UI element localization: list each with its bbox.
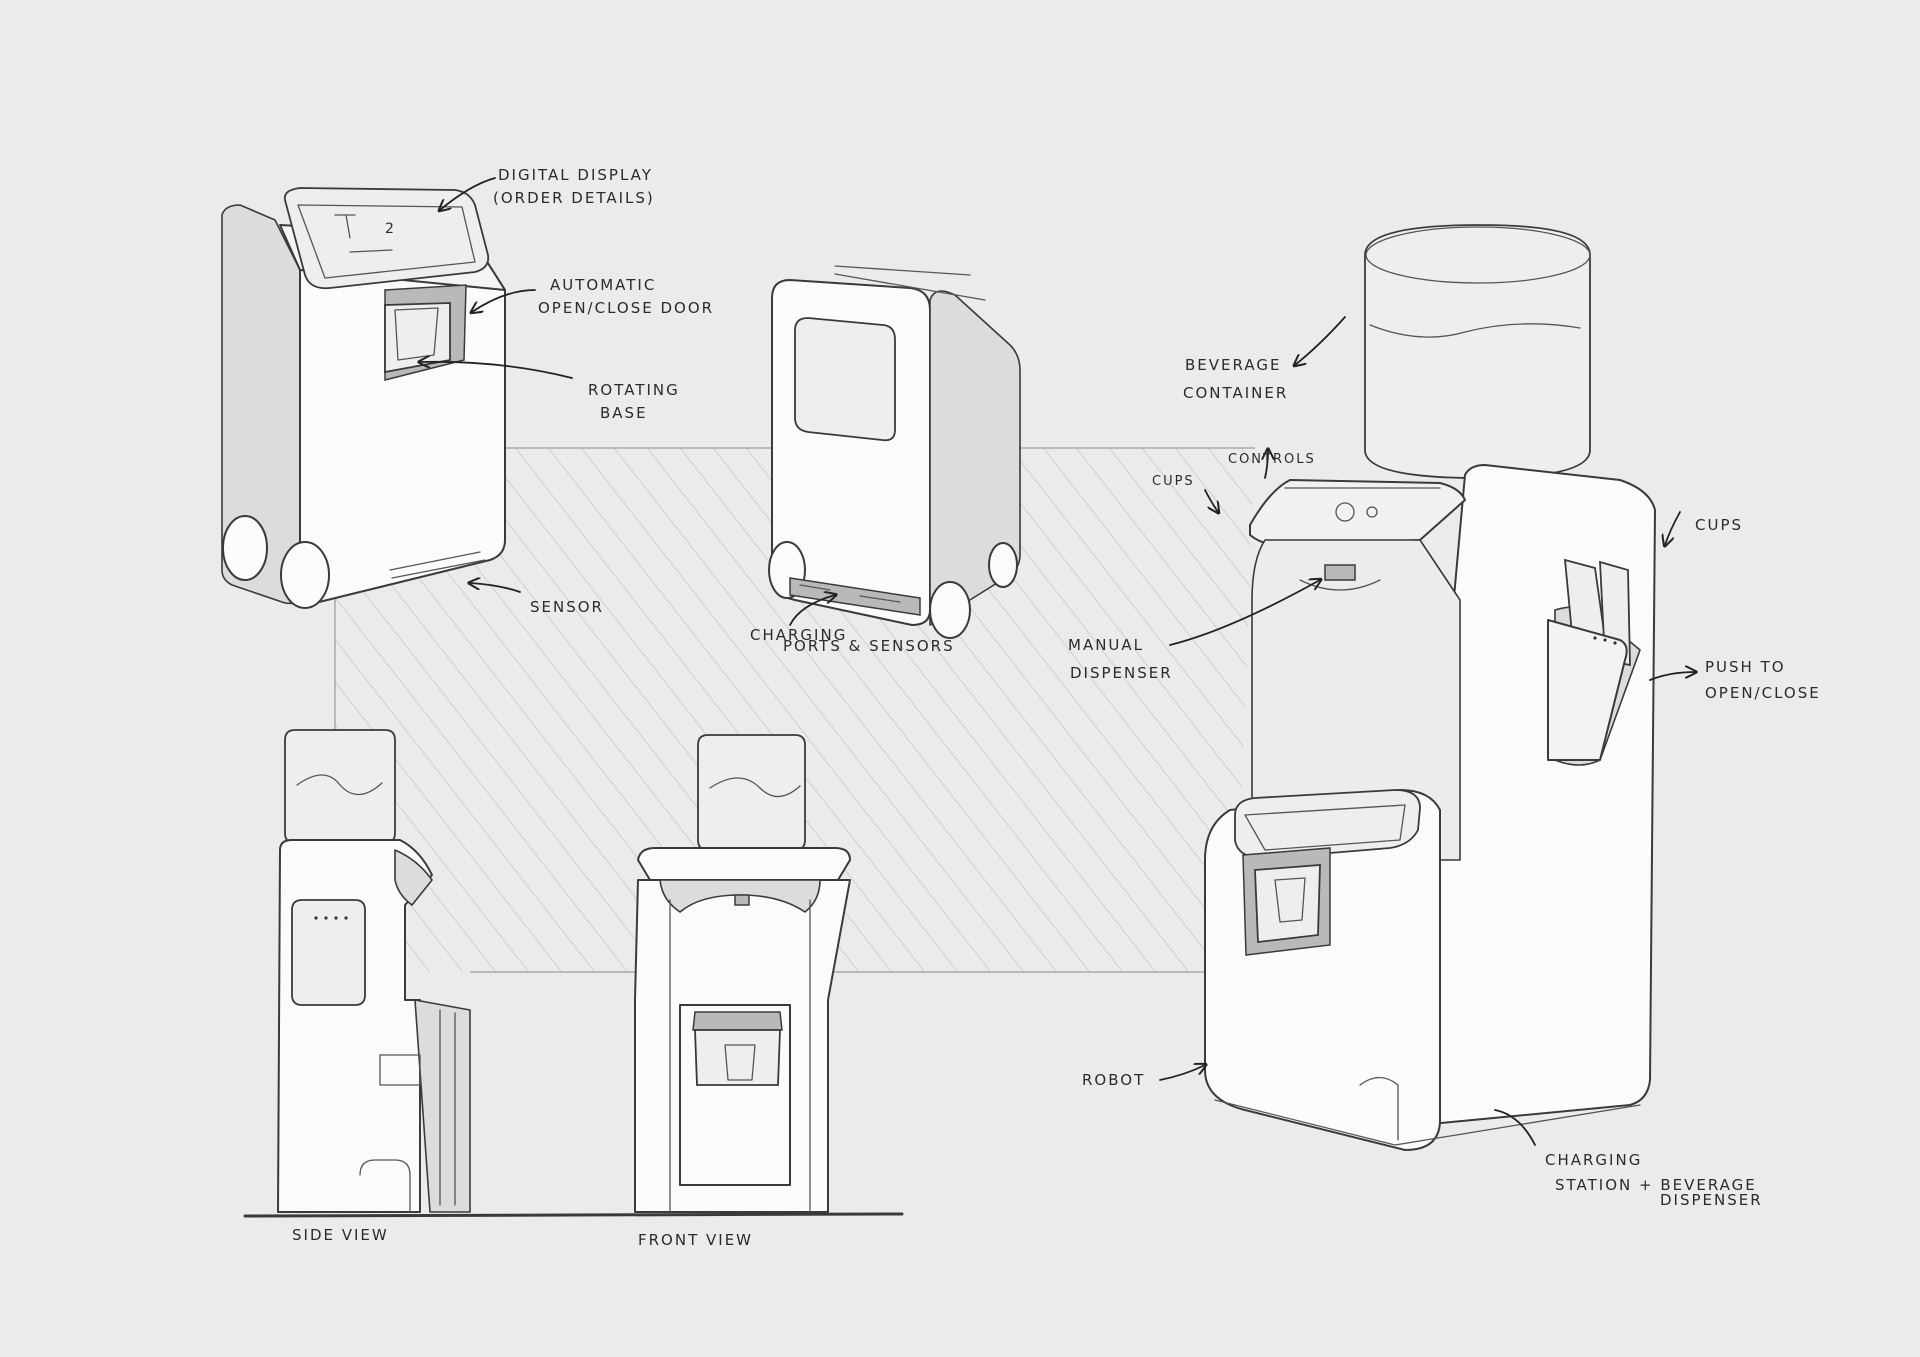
label-cups-right: CUPS [1695,516,1743,534]
label-side-view: SIDE VIEW [292,1226,389,1244]
label-dispenser: DISPENSER [1070,664,1173,682]
label-front-view: FRONT VIEW [638,1231,753,1249]
label-automatic: AUTOMATIC [550,276,656,294]
label-digital-display: DIGITAL DISPLAY [498,166,653,184]
label-dispenser-station: DISPENSER [1660,1191,1763,1209]
label-rotating: ROTATING [588,381,680,399]
label-push-to: PUSH TO [1705,658,1786,676]
label-controls: CONTROLS [1228,452,1316,467]
robot-perspective-front: 2 [221,187,506,609]
display-glyph: 2 [385,221,394,237]
ground-line [243,1212,904,1218]
label-order-details: (ORDER DETAILS) [493,189,655,207]
label-manual: MANUAL [1068,636,1144,654]
label-charging-station: CHARGING [1545,1151,1642,1169]
label-cups-left: CUPS [1152,474,1195,489]
side-view-drawing [277,729,471,1213]
label-sensor: SENSOR [530,598,604,616]
front-view-drawing [634,734,851,1213]
annotation-labels: DIGITAL DISPLAY (ORDER DETAILS) AUTOMATI… [292,166,1821,1249]
label-charging: CHARGING [750,626,847,644]
label-ports-sensors: PORTS & SENSORS [783,637,955,655]
callout-arrows [420,177,1695,1146]
charging-station-drawing [1204,224,1656,1151]
label-base: BASE [600,404,648,422]
label-open-close: OPEN/CLOSE [1705,684,1821,702]
label-beverage: BEVERAGE [1185,356,1281,374]
label-open-close-door: OPEN/CLOSE DOOR [538,299,714,317]
label-station-beverage: STATION + BEVERAGE [1555,1176,1757,1194]
label-container: CONTAINER [1183,384,1288,402]
label-robot: ROBOT [1082,1071,1145,1089]
robot-perspective-rear [768,265,1021,639]
